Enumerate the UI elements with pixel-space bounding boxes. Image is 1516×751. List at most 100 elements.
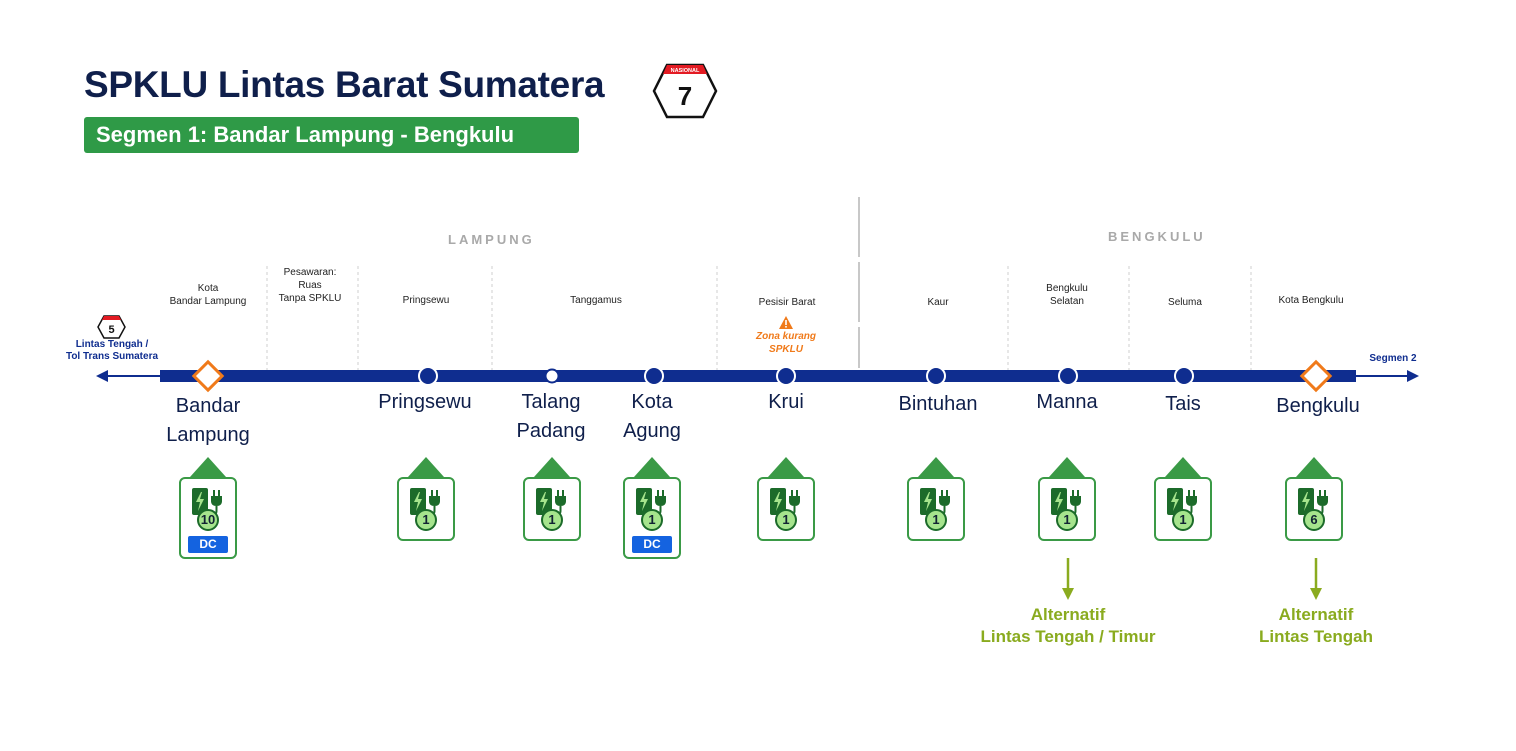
region-label: Kaur — [927, 296, 948, 309]
city-label-line: Padang — [516, 420, 586, 442]
left-connection-label: Lintas Tengah / Tol Trans Sumatera — [50, 339, 174, 363]
charging-station-card: 1 — [1154, 477, 1212, 541]
city-label-line: Pringsewu — [378, 391, 472, 413]
station-pointer — [408, 457, 444, 477]
major-city-marker — [1299, 359, 1333, 393]
charging-station-card: 6 — [1285, 477, 1343, 541]
station-pointer — [1049, 457, 1085, 477]
region-label-line: Kota — [197, 283, 219, 294]
region-label-line: Pesisir Barat — [758, 297, 816, 308]
charger-count: 10 — [197, 509, 219, 531]
charger-count: 6 — [1303, 509, 1325, 531]
city-label-line: Manna — [1036, 391, 1098, 413]
city-label-line: Agung — [623, 420, 681, 442]
alternative-line2: Lintas Tengah / Timur — [980, 627, 1156, 646]
warning-line2: SPKLU — [769, 344, 803, 355]
region-label-line: Bandar Lampung — [169, 296, 247, 307]
charger-count: 1 — [641, 509, 663, 531]
region-label-line: Seluma — [1168, 297, 1202, 308]
region-label-line: Pesawaran: — [283, 267, 337, 278]
region-label: Tanggamus — [570, 294, 622, 307]
city-label: Manna — [1036, 388, 1097, 417]
region-label: Pesisir Barat — [759, 296, 816, 309]
national-route-badge: NASIONAL 7 — [652, 63, 718, 119]
station-pointer — [190, 457, 226, 477]
badge-number: 7 — [678, 81, 692, 111]
city-marker — [418, 366, 438, 386]
alternative-line1: Alternatif — [1278, 605, 1354, 624]
city-label: Bengkulu — [1276, 392, 1359, 421]
station-pointer — [1296, 457, 1332, 477]
city-label-line: Lampung — [166, 424, 250, 446]
right-arrow-icon — [1407, 370, 1419, 382]
city-label-line: Kota — [631, 391, 673, 413]
dc-badge: DC — [632, 536, 672, 553]
city-label: Krui — [768, 388, 804, 417]
city-marker — [1174, 366, 1194, 386]
city-marker — [926, 366, 946, 386]
charging-station-card: 1 — [397, 477, 455, 541]
alternative-manna: Alternatif Lintas Tengah / Timur — [980, 604, 1155, 648]
province-lampung: LAMPUNG — [448, 232, 535, 247]
region-label-line: Tanpa SPKLU — [278, 293, 342, 304]
city-label-line: Bandar — [175, 395, 241, 417]
alternative-line1: Alternatif — [1030, 605, 1106, 624]
left-connection-line1: Lintas Tengah / — [75, 339, 149, 350]
left-connection-line2: Tol Trans Sumatera — [65, 351, 159, 362]
warning-icon — [779, 316, 793, 329]
ev-charger-icon — [1296, 487, 1334, 524]
major-city-marker — [191, 359, 225, 393]
charging-station-card: 1 — [523, 477, 581, 541]
left-arrow-icon — [96, 370, 108, 382]
city-label-line: Bengkulu — [1276, 395, 1360, 417]
warning-text: Zona kurang SPKLU — [756, 330, 816, 356]
warning-line1: Zona kurang — [755, 331, 817, 342]
next-segment-label: Segmen 2 — [1369, 353, 1417, 364]
charging-station-card: 1 — [757, 477, 815, 541]
region-label-line: Bengkulu — [1046, 283, 1088, 294]
region-label-line: Tanggamus — [570, 295, 622, 306]
city-marker — [776, 366, 796, 386]
region-label-line: Selatan — [1050, 296, 1084, 307]
city-marker — [644, 366, 664, 386]
city-label-line: Talang — [521, 391, 581, 413]
region-dividers — [266, 266, 1252, 370]
minor-city-marker — [544, 368, 560, 384]
page-title: SPKLU Lintas Barat Sumatera — [84, 64, 605, 105]
station-pointer — [768, 457, 804, 477]
down-arrow-icon — [1310, 588, 1322, 600]
charging-station-card: 1 — [907, 477, 965, 541]
city-marker — [1058, 366, 1078, 386]
segment-banner: Segmen 1: Bandar Lampung - Bengkulu — [84, 117, 579, 153]
station-pointer — [534, 457, 570, 477]
region-label-line: Pringsewu — [402, 295, 450, 306]
alternative-bengkulu: Alternatif Lintas Tengah — [1259, 604, 1373, 648]
charging-station-card: 1 — [1038, 477, 1096, 541]
city-label-line: Krui — [768, 391, 804, 413]
region-label-line: Kota Bengkulu — [1278, 295, 1344, 306]
route-5-badge: 5 — [97, 315, 126, 339]
charger-count: 1 — [775, 509, 797, 531]
station-pointer — [918, 457, 954, 477]
region-label: Kota Bengkulu — [1278, 294, 1343, 307]
charger-count: 1 — [541, 509, 563, 531]
city-label: Tais — [1165, 390, 1201, 419]
province-bengkulu: BENGKULU — [1108, 229, 1206, 244]
region-label: Pringsewu — [403, 294, 450, 307]
route-line — [160, 370, 1356, 382]
city-label-line: Tais — [1165, 393, 1201, 415]
station-pointer — [634, 457, 670, 477]
charger-count: 1 — [415, 509, 437, 531]
charger-count: 1 — [1056, 509, 1078, 531]
region-label: Seluma — [1168, 296, 1202, 309]
badge-label: NASIONAL — [671, 68, 700, 74]
